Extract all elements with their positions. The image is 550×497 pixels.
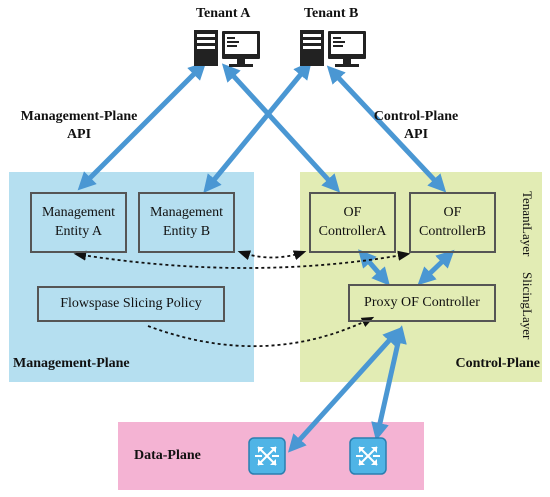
flowspace-slicing-policy-box: Flowspase Slicing Policy xyxy=(37,286,225,322)
slicing-layer-label: Slicing Layer xyxy=(500,272,535,340)
of-controller-b-box: OF ControllerB xyxy=(409,192,496,253)
proxy-of-controller-box: Proxy OF Controller xyxy=(348,284,496,322)
entity-a-line1: Management xyxy=(41,204,116,220)
mgmt-api-arrow-tenant-a xyxy=(77,61,207,191)
computer-workstation-icon xyxy=(300,30,366,67)
tenant-b-label: Tenant B xyxy=(304,6,359,21)
management-entity-b-box: Management Entity B xyxy=(138,192,235,253)
policy-proxy-dotted-arrow xyxy=(147,316,375,348)
tenant-layer-line2: Layer xyxy=(520,226,535,257)
management-api-label: Management-Plane API xyxy=(4,108,154,144)
entity-b-controller-a-dotted-arrow xyxy=(237,250,307,261)
openflow-switch-icon xyxy=(248,437,286,475)
control-api-line2: API xyxy=(403,127,429,143)
entity-b-line2: Entity B xyxy=(162,223,211,239)
controller-a-proxy-arrow xyxy=(358,249,390,286)
control-api-arrow-tenant-a xyxy=(221,63,341,193)
slicing-layer-line1: Slicing xyxy=(520,272,535,310)
controller-b-line2: ControllerB xyxy=(419,223,486,239)
controller-a-line1: OF xyxy=(343,204,362,220)
mgmt-api-arrow-tenant-b xyxy=(203,61,312,193)
controller-b-proxy-arrow xyxy=(417,249,455,286)
management-plane-region xyxy=(9,172,254,382)
openflow-switch-icon xyxy=(349,437,387,475)
control-plane-label: Control-Plane xyxy=(455,356,540,371)
entity-b-line1: Management xyxy=(149,204,224,220)
control-api-label: Control-Plane API xyxy=(356,108,476,144)
control-api-arrow-tenant-b xyxy=(326,65,447,193)
management-entity-a-box: Management Entity A xyxy=(30,192,127,253)
tenant-layer-line1: Tenant xyxy=(520,191,535,227)
management-api-line2: API xyxy=(66,127,92,143)
controller-a-line2: ControllerA xyxy=(318,223,387,239)
control-api-line1: Control-Plane xyxy=(373,109,459,124)
controller-b-line1: OF xyxy=(443,204,462,220)
computer-workstation-icon xyxy=(194,30,260,67)
proxy-switch2-arrow xyxy=(371,325,407,441)
data-plane-label: Data-Plane xyxy=(134,448,201,463)
of-controller-a-box: OF ControllerA xyxy=(309,192,396,253)
management-plane-label: Management-Plane xyxy=(13,356,130,371)
entity-a-line2: Entity A xyxy=(54,223,103,239)
management-api-line1: Management-Plane xyxy=(20,109,138,124)
slicing-layer-line2: Layer xyxy=(520,309,535,340)
entity-a-controller-b-dotted-arrow xyxy=(73,250,411,269)
tenant-a-label: Tenant A xyxy=(196,6,251,21)
tenant-layer-label: Tenant Layer xyxy=(500,191,535,257)
